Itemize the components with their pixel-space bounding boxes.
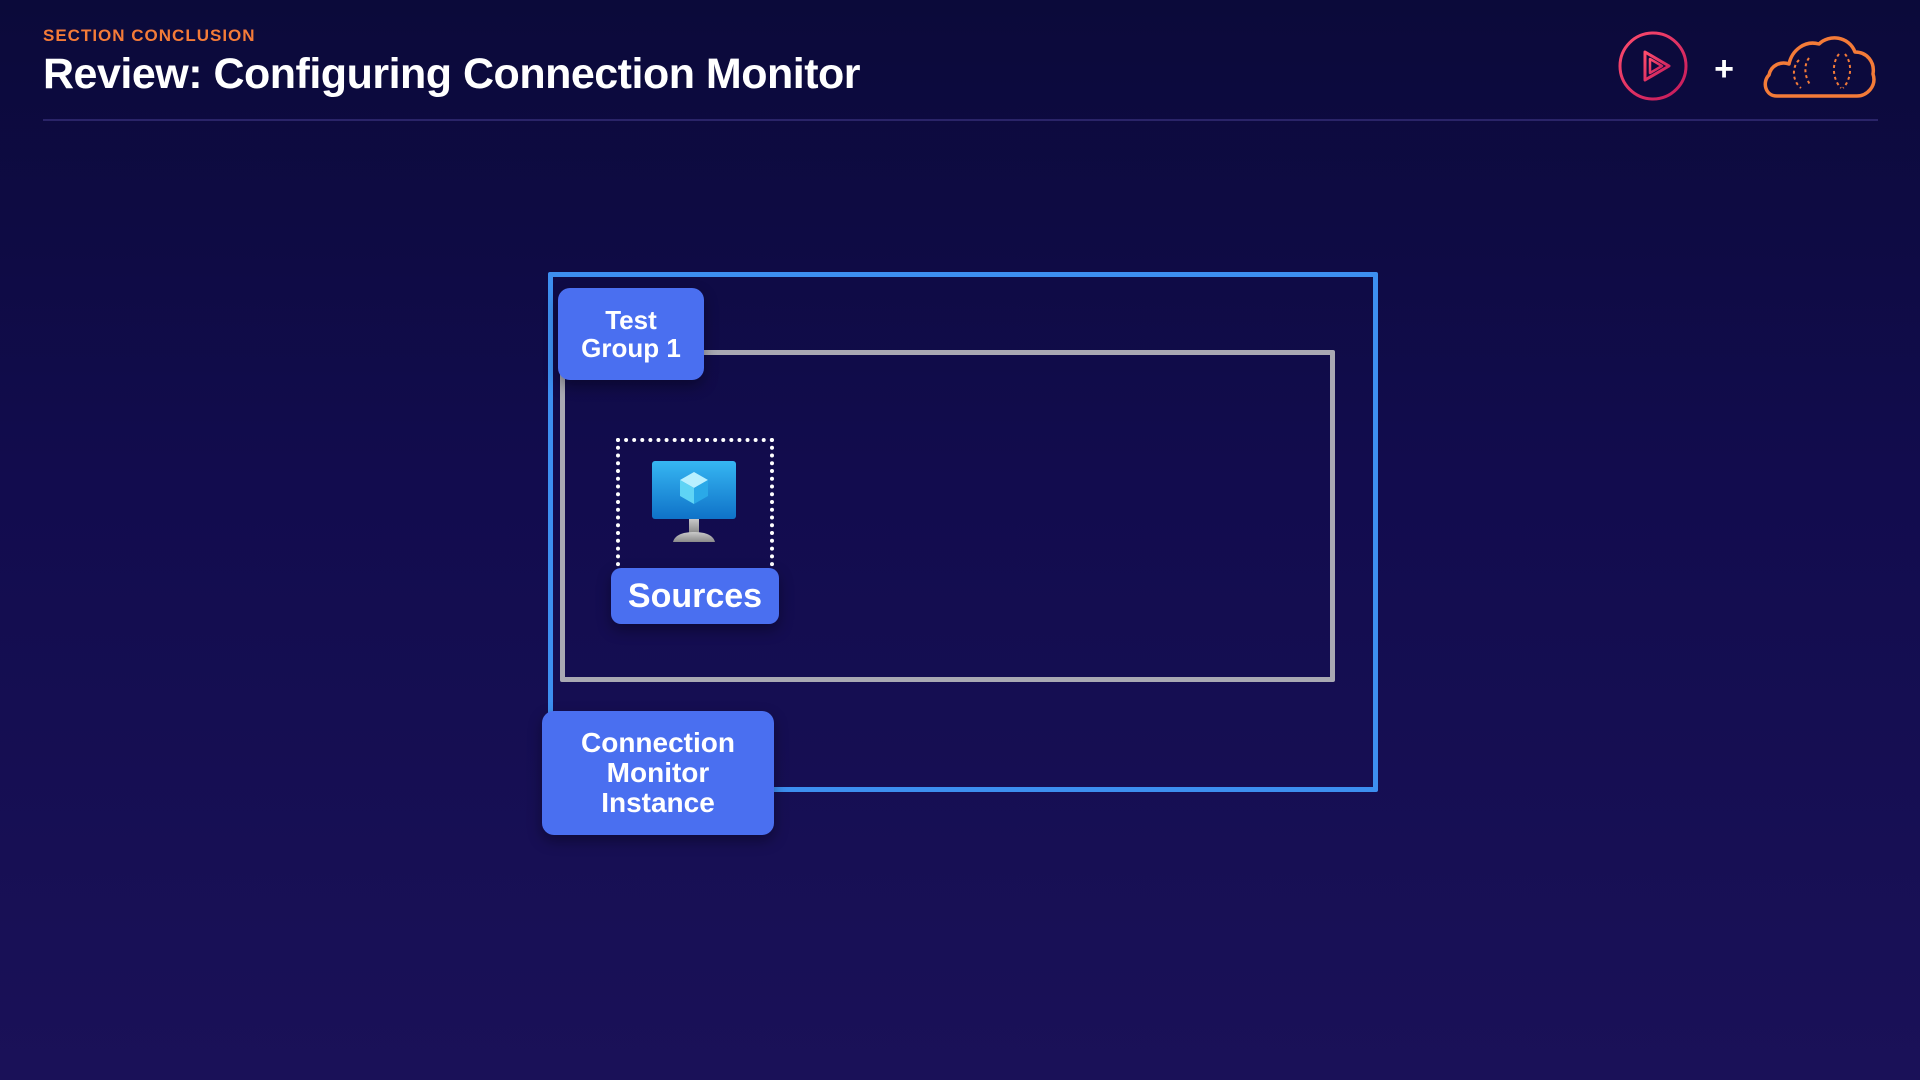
header-divider (43, 119, 1878, 121)
connection-monitor-boundary (548, 272, 1378, 792)
plus-sign: + (1714, 49, 1734, 88)
play-circle-icon (1617, 30, 1689, 107)
test-group-boundary (560, 350, 1335, 682)
test-group-label: Test Group 1 (558, 288, 704, 380)
cloud-icon (1759, 30, 1877, 107)
header: SECTION CONCLUSION Review: Configuring C… (43, 26, 861, 99)
virtual-machine-icon (651, 460, 737, 544)
logos: + (1617, 30, 1877, 107)
sources-label: Sources (611, 568, 779, 624)
sources-label-text: Sources (627, 576, 763, 615)
section-label: SECTION CONCLUSION (43, 26, 256, 45)
connection-monitor-label-text: Connection Monitor Instance (581, 726, 735, 819)
connection-monitor-label: Connection Monitor Instance (542, 711, 774, 835)
page-title: Review: Configuring Connection Monitor (43, 50, 861, 98)
test-group-label-text: Test Group 1 (581, 304, 681, 363)
